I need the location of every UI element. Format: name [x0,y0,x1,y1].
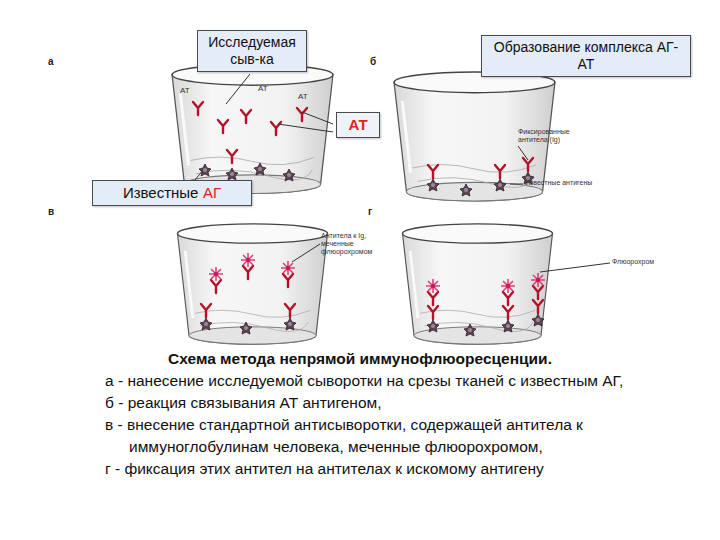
tiny-caption: Фиксированные антитела (Ig) [518,128,598,144]
label-box: АТ [336,112,380,138]
step-description: в - внесение стандартной антисыворотки, … [105,414,645,458]
antibody-tag: АТ [180,86,190,95]
box-text: АГ [203,184,221,201]
legend-list: а - нанесение исследуемой сыворотки на с… [105,370,645,480]
figure-caption: Схема метода непрямой иммунофлюоресценци… [0,350,720,368]
antibody-tag: АТ [258,84,268,93]
box-text: Исследуемая сыв-ка [202,34,302,68]
box-text: АТ [341,116,375,134]
step-description: г - фиксация этих антител на антителах к… [105,458,645,480]
step-description: а - нанесение исследуемой сыворотки на с… [105,370,645,392]
step-letter: б [370,56,376,68]
box-text: Образование комплекса АГ-АТ [486,39,686,73]
step-description: б - реакция связывания АТ антигеном, [105,392,645,414]
label-box: ИзвестныеАГ [92,180,252,206]
tiny-caption: Антитела к Ig, меченные флюорохромом [321,232,379,256]
step-letter: а [48,56,54,68]
box-text: Известные [123,184,199,201]
antibody-tag: АТ [298,92,308,101]
step-letter: г [368,206,372,218]
step-letter: в [48,206,54,218]
label-box: Образование комплекса АГ-АТ [481,35,691,77]
tiny-caption: Флюорохром [612,258,672,266]
label-box: Исследуемая сыв-ка [197,30,307,72]
tiny-caption: Известные антигены [525,179,605,187]
